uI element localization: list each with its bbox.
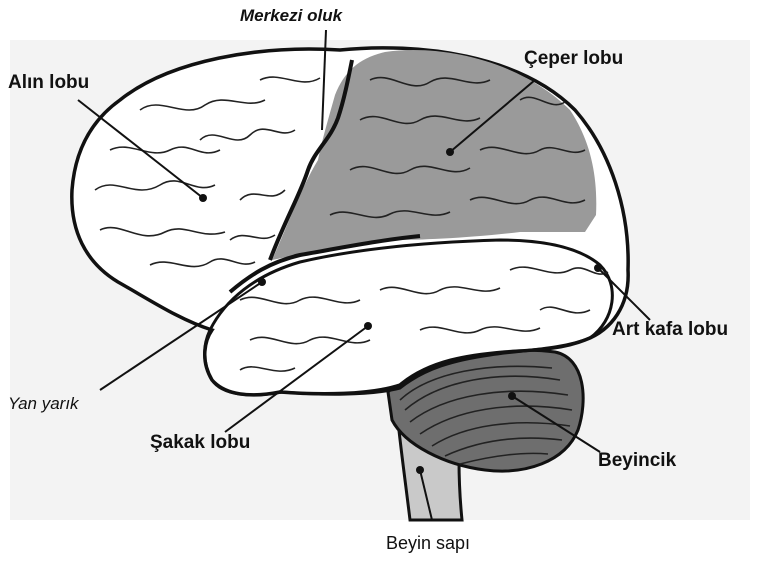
central-sulcus-label: Merkezi oluk — [240, 6, 342, 26]
cerebellum-label: Beyincik — [598, 450, 676, 472]
parietal-lobe-label: Çeper lobu — [524, 48, 623, 70]
lateral-fissure-label: Yan yarık — [8, 394, 79, 414]
frontal-lobe-label: Alın lobu — [8, 72, 89, 94]
brain-stem-label: Beyin sapı — [386, 533, 470, 554]
occipital-lobe-label: Art kafa lobu — [612, 319, 728, 341]
temporal-lobe-label: Şakak lobu — [150, 432, 250, 454]
